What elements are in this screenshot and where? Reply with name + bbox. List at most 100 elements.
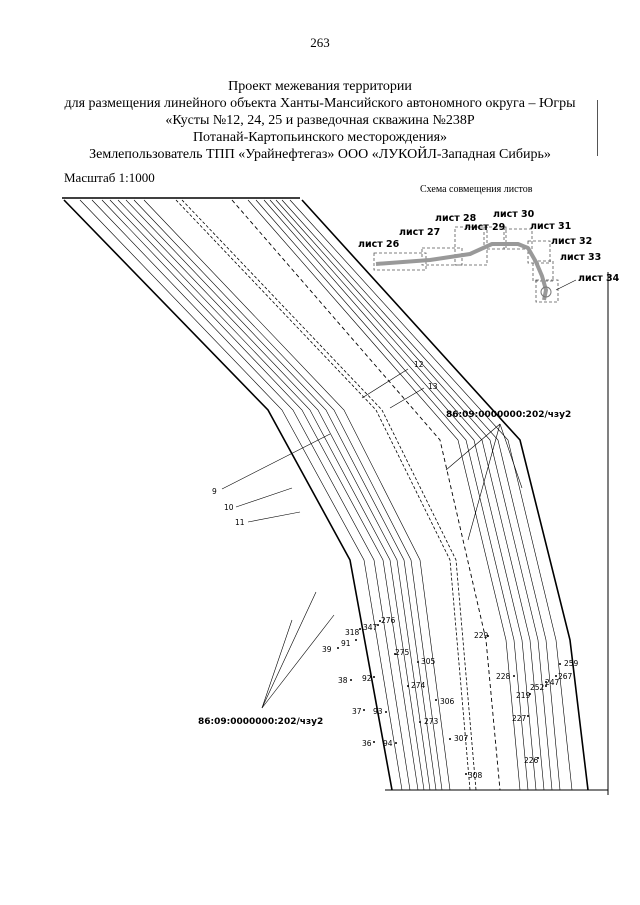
corridor-line	[133, 199, 443, 791]
cad-arrow	[445, 423, 501, 471]
leader-13	[389, 387, 425, 409]
title-side-rule	[597, 100, 598, 156]
corridor-right-edge	[301, 199, 589, 791]
cadastral-label-lower: 86:09:0000000:202/чзу2	[198, 717, 323, 727]
point-labels-left: 318 347 276 91 39 275 305 38 92 274 306 …	[322, 616, 483, 780]
point-label: 347	[363, 623, 378, 632]
point-label: 274	[411, 681, 426, 690]
sheet-label-28: лист 28	[435, 213, 477, 224]
cad-arrow	[261, 591, 317, 709]
corridor-left-edge	[63, 199, 393, 791]
point-marker	[337, 647, 339, 649]
sheet-label-31: лист 31	[530, 221, 571, 232]
corridor-line	[281, 199, 561, 791]
point-label: 92	[362, 674, 372, 683]
point-marker	[355, 639, 357, 641]
point-label: 273	[424, 717, 439, 726]
point-marker	[359, 628, 361, 630]
point-marker	[559, 663, 561, 665]
point-marker	[350, 679, 352, 681]
corridor-line	[125, 199, 437, 791]
corridor-line	[275, 199, 553, 791]
point-marker	[373, 741, 375, 743]
cad-arrow	[261, 619, 293, 709]
cadastral-label-upper: 86:09:0000000:202/чзу2	[446, 410, 571, 420]
point-marker	[419, 721, 421, 723]
line-label: 13	[428, 382, 438, 391]
title-line-3: «Кусты №12, 24, 25 и разведочная скважин…	[165, 113, 475, 128]
point-marker	[487, 635, 489, 637]
line-label: 12	[414, 360, 424, 369]
corridor-line	[263, 199, 537, 791]
point-marker	[513, 675, 515, 677]
leader-9	[221, 433, 331, 490]
sheet-label-30: лист 30	[493, 209, 535, 220]
title-line-1: Проект межевания территории	[228, 79, 412, 94]
corridor-line	[109, 199, 425, 791]
point-label: 37	[352, 707, 362, 716]
corridor-right-lines	[231, 199, 589, 791]
leader-lines	[221, 368, 523, 709]
corridor-left-lines	[63, 199, 477, 791]
corridor-dashed-line	[181, 199, 477, 791]
sheet-frame-33	[535, 279, 559, 303]
sheet-label-34: лист 34	[578, 273, 620, 284]
sheet-frame-29	[483, 226, 507, 250]
point-labels-right: 229 259 228 267 252 247 219 227 226	[474, 631, 579, 765]
corridor-line	[269, 199, 545, 791]
point-label: 39	[322, 645, 332, 654]
point-label: 226	[524, 756, 539, 765]
line-labels: 12 13 9 10 11	[212, 360, 438, 527]
point-marker	[529, 693, 531, 695]
point-label: 219	[516, 691, 531, 700]
corridor-line	[289, 199, 573, 791]
point-markers	[337, 620, 561, 775]
corridor-line	[101, 199, 419, 791]
corridor-line	[91, 199, 411, 791]
point-label: 259	[564, 659, 579, 668]
leader-10	[235, 487, 293, 508]
sheet-label-32: лист 32	[551, 236, 592, 247]
point-label: 307	[454, 734, 469, 743]
sheet-frame-27	[421, 247, 463, 266]
corridor-line	[117, 199, 431, 791]
point-label: 305	[421, 657, 436, 666]
point-marker	[527, 715, 529, 717]
point-label: 267	[558, 672, 573, 681]
corridor-line	[255, 199, 529, 791]
point-marker	[385, 711, 387, 713]
title-line-2: для размещения линейного объекта Ханты-М…	[64, 96, 576, 111]
point-label: 227	[512, 714, 527, 723]
sheet-label-33: лист 33	[560, 252, 601, 263]
point-marker	[555, 675, 557, 677]
cad-arrow	[467, 423, 501, 541]
inset-title: Схема совмещения листов	[420, 184, 533, 195]
route-end-marker	[540, 286, 552, 298]
sheet-labels: лист 26 лист 27 лист 28 лист 29 лист 30 …	[358, 209, 620, 284]
drawing-frame	[62, 197, 609, 795]
point-marker	[465, 773, 467, 775]
corridor-dashed-line	[231, 199, 501, 791]
corridor-dashed-line	[175, 199, 471, 791]
point-marker	[537, 757, 539, 759]
point-marker	[545, 685, 547, 687]
point-marker	[377, 624, 379, 626]
line-label: 11	[235, 518, 245, 527]
sheet-label-27: лист 27	[399, 227, 440, 238]
point-marker	[379, 620, 381, 622]
point-label: 94	[383, 739, 393, 748]
cad-arrow	[499, 423, 523, 489]
point-marker	[435, 699, 437, 701]
corridor-line	[143, 199, 451, 791]
title-line-5: Землепользователь ТПП «Урайнефтегаз» ООО…	[89, 147, 551, 162]
title-block: Проект межевания территории для размещен…	[0, 78, 640, 163]
corridor-line	[247, 199, 521, 791]
sheet-layout-inset: Схема совмещения листов лист 26 лист 27 …	[358, 184, 620, 303]
title-line-4: Потанай-Картопьинского месторождения»	[192, 130, 448, 145]
point-label: 228	[496, 672, 511, 681]
point-label: 306	[440, 697, 455, 706]
point-marker	[373, 676, 375, 678]
line-label: 9	[212, 487, 217, 496]
leader-11	[247, 511, 301, 523]
